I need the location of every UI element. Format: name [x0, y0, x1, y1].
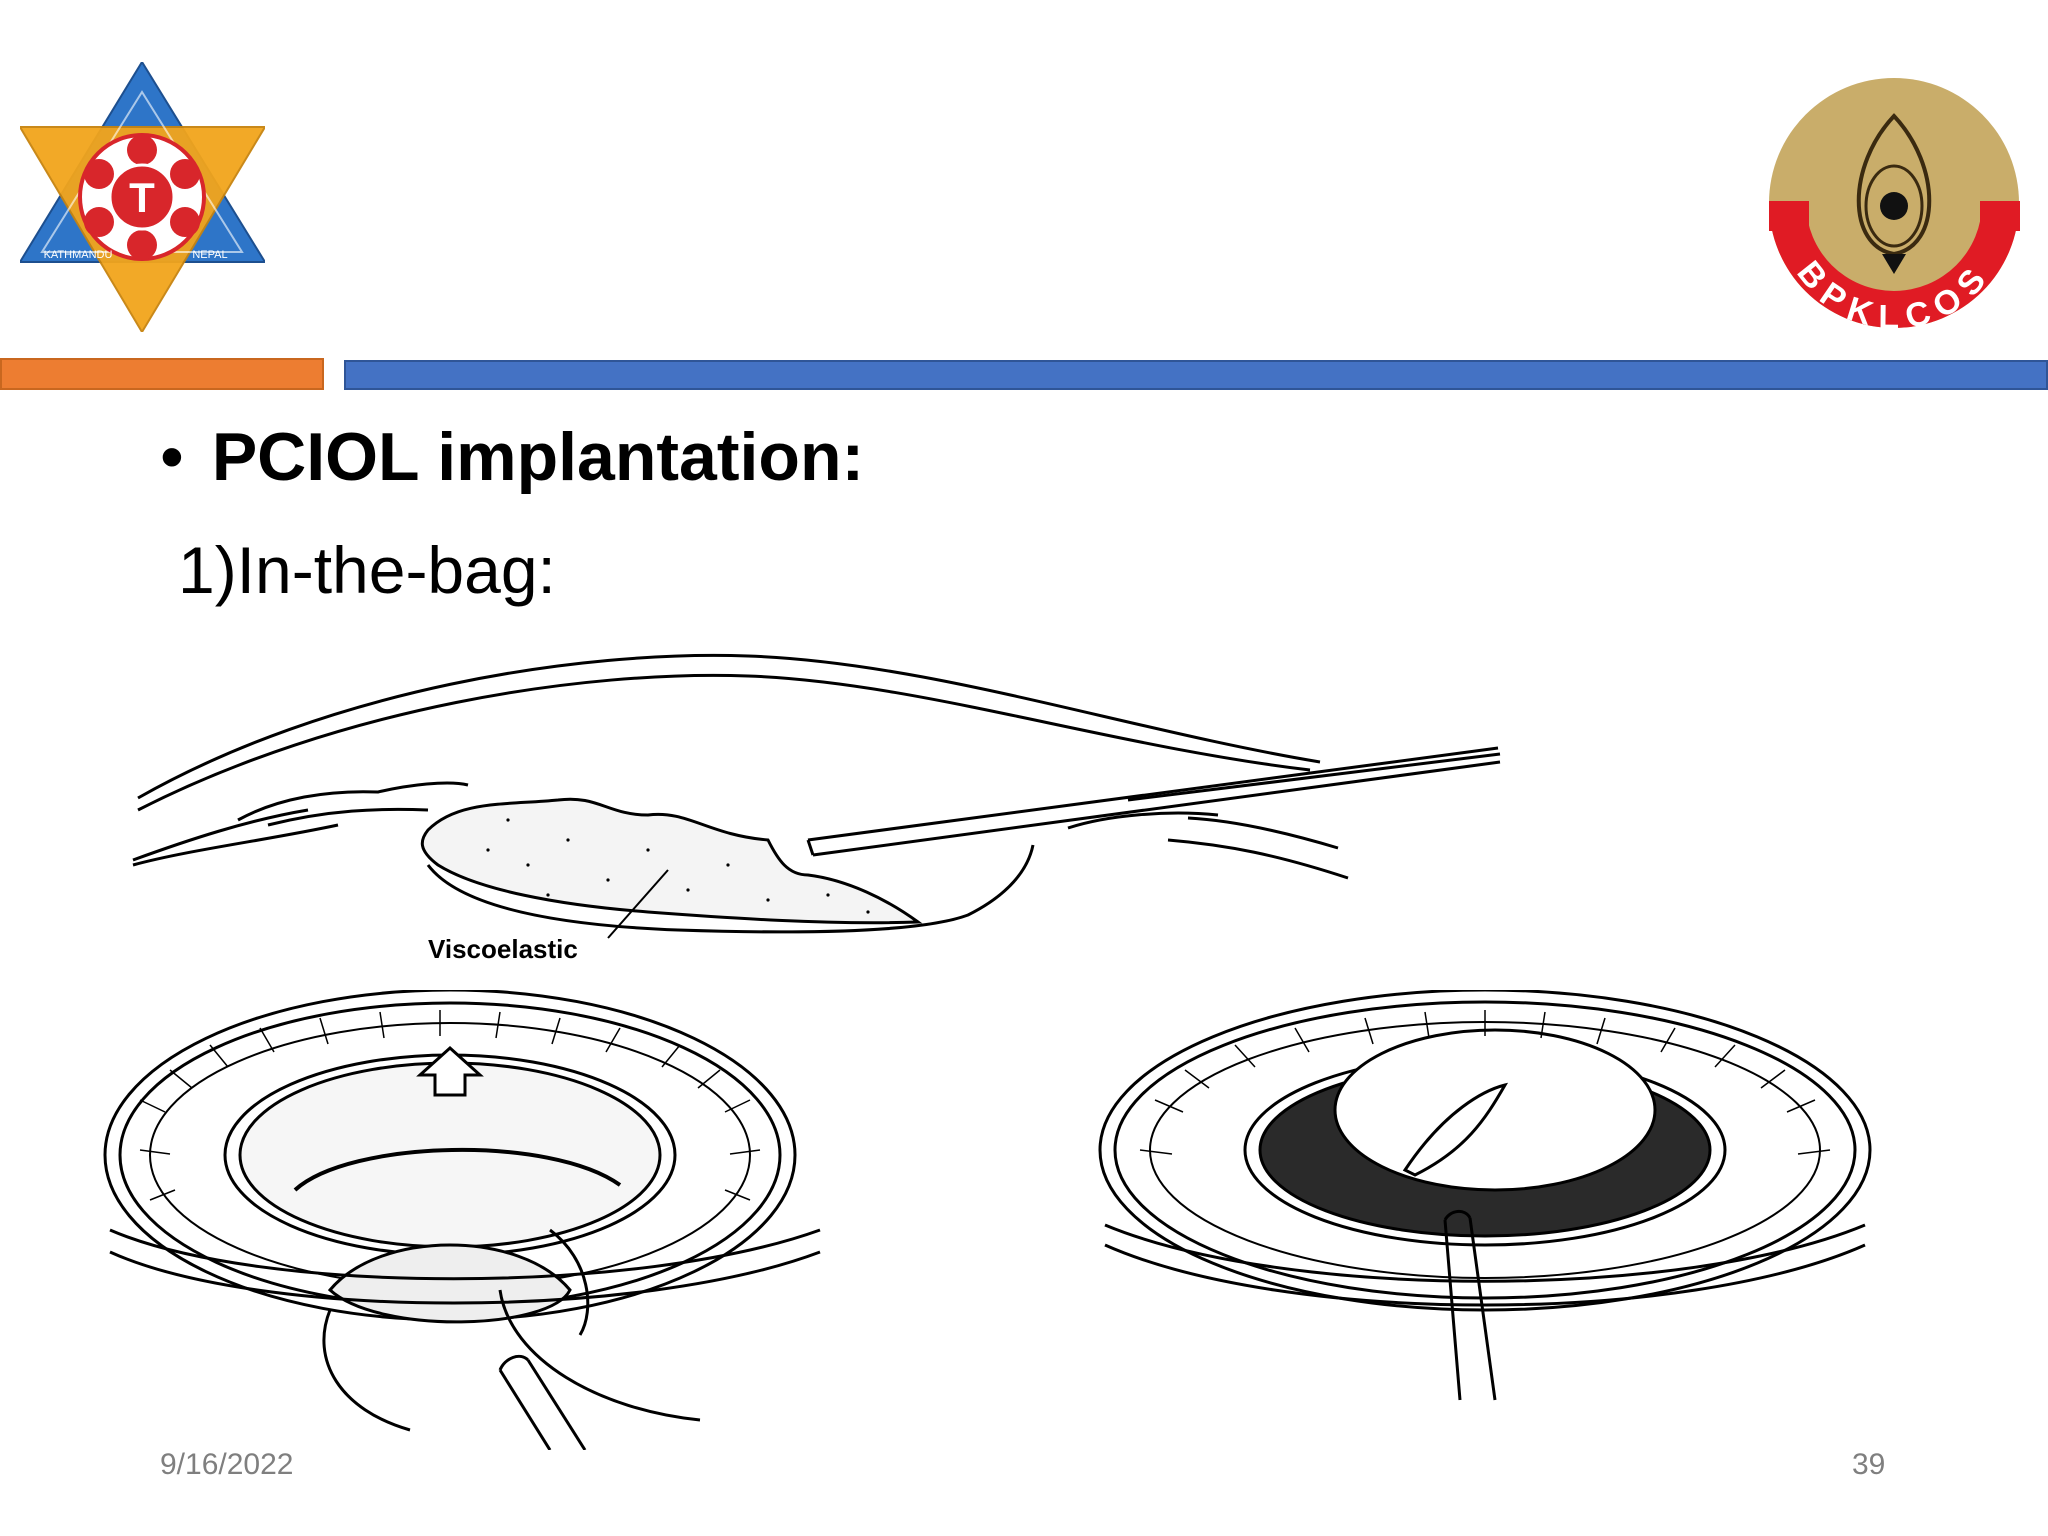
- logo-left-letter: T: [129, 174, 155, 221]
- logo-left-text-right: NEPAL: [192, 249, 227, 261]
- viscoelastic-label: Viscoelastic: [428, 934, 578, 964]
- iol-in-the-bag-illustration: [1098, 990, 1872, 1401]
- blue-divider-bar: [344, 360, 2048, 390]
- logo-left-text-left: KATHMANDU: [44, 249, 113, 261]
- viscoelastic-cross-section-illustration: Viscoelastic: [132, 653, 1501, 964]
- footer-page-number: 39: [1852, 1448, 1886, 1481]
- bullet-heading-text: PCIOL implantation:: [211, 419, 865, 495]
- sub-heading: 1)In-the-bag:: [178, 533, 556, 607]
- orange-divider-bar: [0, 358, 324, 390]
- iol-insertion-illustration: [103, 990, 821, 1450]
- tribhuvan-university-logo: T KATHMANDU NEPAL: [20, 62, 265, 332]
- footer-date: 9/16/2022: [160, 1448, 294, 1481]
- bullet-icon: •: [160, 419, 184, 495]
- bullet-heading: • PCIOL implantation:: [160, 418, 864, 496]
- bpklcos-logo: BPKLCOS: [1769, 78, 2020, 331]
